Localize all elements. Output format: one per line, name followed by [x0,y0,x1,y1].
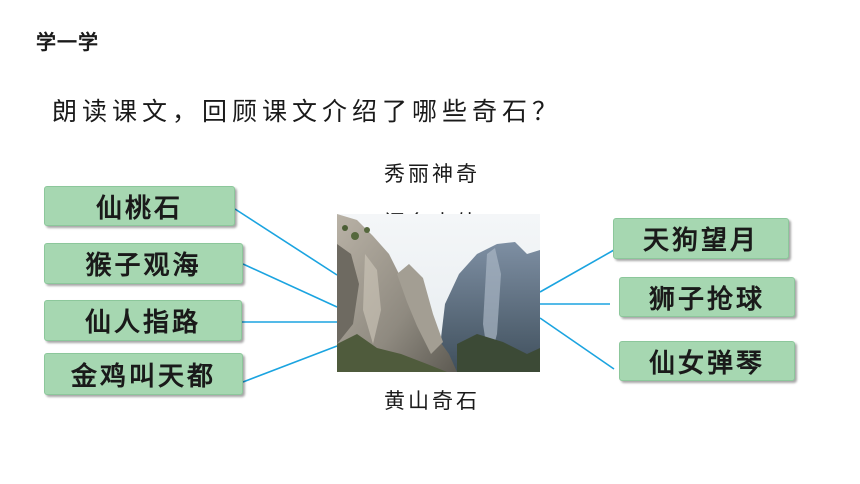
stone-label-lions-ball[interactable]: 狮子抢球 [619,277,795,317]
question-text: 朗读课文，回顾课文介绍了哪些奇石？ [52,97,563,126]
stone-label-fairy-playing-qin[interactable]: 仙女弹琴 [619,341,795,381]
connector-line-4 [242,345,338,383]
connector-line-2 [242,263,338,308]
section-title: 学一学 [36,30,99,54]
caption-huangshan: 黄山奇石 [384,389,480,413]
stone-label-monkey-watching-sea[interactable]: 猴子观海 [44,243,243,284]
stone-label-golden-rooster[interactable]: 金鸡叫天都 [44,353,243,395]
connector-line-7 [539,317,615,370]
caption-beautiful: 秀丽神奇 [384,162,480,186]
huangshan-rock-photo [337,214,540,372]
stone-label-dog-watching-moon[interactable]: 天狗望月 [613,218,789,259]
connector-line-1 [234,208,338,276]
stone-label-immortal-peach[interactable]: 仙桃石 [44,186,235,226]
connector-line-5 [539,249,615,293]
stone-label-immortal-pointing-way[interactable]: 仙人指路 [44,300,242,341]
